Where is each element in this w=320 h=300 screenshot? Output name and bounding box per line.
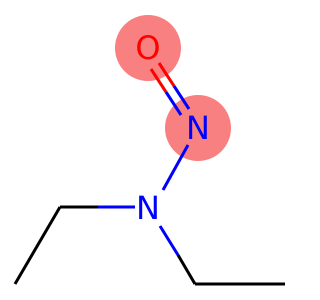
bond-o-n-double-line-1b [172, 85, 191, 110]
bond-o-n-double-line-2a [149, 68, 168, 93]
bond-n-c-right-black [176, 254, 197, 285]
bond-c-c-left [13, 206, 62, 285]
highlight-oxygen [115, 15, 181, 81]
atom-label-nitroso-nitrogen: N [186, 109, 210, 147]
bond-o-n-double-line-2b [164, 91, 183, 116]
molecule-diagram: O N N [13, 15, 285, 286]
bond-n-n [161, 144, 190, 191]
highlight-nitroso-nitrogen [165, 95, 231, 161]
atom-label-oxygen: O [135, 29, 160, 67]
atom-label-amine-nitrogen: N [136, 189, 160, 227]
bond-n-c-right-blue [158, 225, 180, 256]
bond-o-n-double-line-1a [157, 62, 176, 87]
